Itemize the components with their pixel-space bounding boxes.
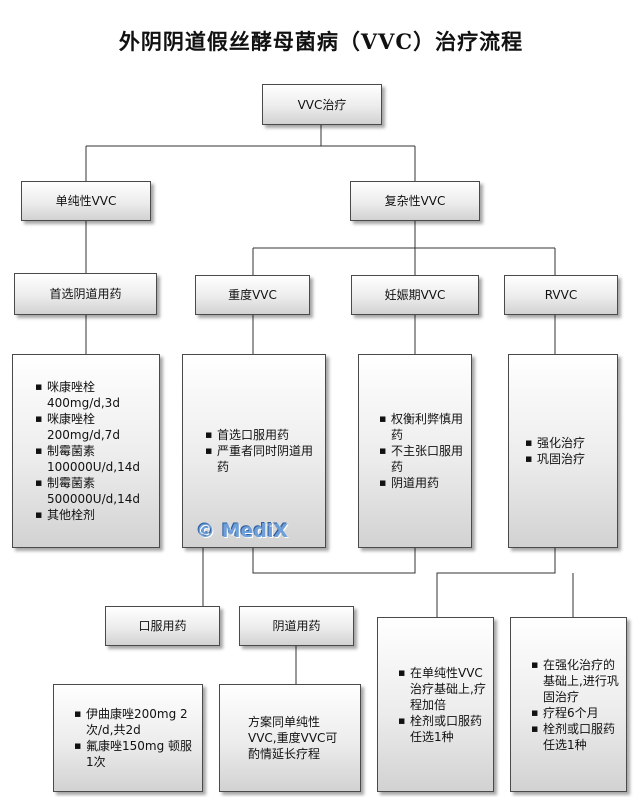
intensive-therapy-box: 在单纯性VVC治疗基础上,疗程加倍 栓剂或口服药任选1种 (377, 617, 494, 792)
drug-item: 栓剂或口服药任选1种 (398, 713, 487, 745)
vaginal-regimen-box: 方案同单纯性VVC,重度VVC可酌情延长疗程 (219, 684, 361, 792)
rvvc-node: RVVC (504, 275, 618, 315)
drug-item: 巩固治疗 (525, 451, 585, 467)
drug-item: 阴道用药 (379, 475, 465, 491)
consolidation-therapy-box: 在强化治疗的基础上,进行巩固治疗 疗程6个月 栓剂或口服药任选1种 (510, 617, 627, 792)
pregnancy-vvc-node: 妊娠期VVC (351, 275, 479, 315)
drug-item: 伊曲康唑200mg 2次/d,共2d (74, 706, 196, 738)
pregnancy-drugs-box: 权衡利弊慎用药 不主张口服用药 阴道用药 (358, 354, 472, 548)
drug-item: 疗程6个月 (531, 705, 620, 721)
rvvc-drugs-box: 强化治疗 巩固治疗 (508, 354, 618, 548)
page-title: 外阴阴道假丝酵母菌病（VVC）治疗流程 (118, 29, 524, 54)
drug-item: 咪康唑栓200mg/d,7d (35, 411, 153, 443)
complex-vvc-node: 复杂性VVC (350, 181, 480, 221)
drug-item: 在单纯性VVC治疗基础上,疗程加倍 (398, 665, 487, 713)
vaginal-regimen-text: 方案同单纯性VVC,重度VVC可酌情延长疗程 (248, 715, 338, 761)
watermark: © MediX (196, 520, 289, 542)
drug-item: 其他栓剂 (35, 507, 153, 523)
severe-vvc-node: 重度VVC (195, 275, 310, 315)
drug-item: 严重者同时阴道用药 (205, 443, 317, 475)
vaginal-node: 阴道用药 (239, 606, 354, 646)
drug-item: 权衡利弊慎用药 (379, 411, 465, 443)
drug-item: 不主张口服用药 (379, 443, 465, 475)
severe-drugs-box: 首选口服用药 严重者同时阴道用药 (182, 354, 326, 548)
drug-item: 在强化治疗的基础上,进行巩固治疗 (531, 657, 620, 705)
root-node: VVC治疗 (262, 84, 382, 125)
drug-item: 制霉菌素500000U/d,14d (35, 475, 153, 507)
first-vaginal-node: 首选阴道用药 (14, 273, 157, 315)
drug-item: 首选口服用药 (205, 427, 317, 443)
simple-vvc-node: 单纯性VVC (21, 181, 151, 221)
oral-drugs-box: 伊曲康唑200mg 2次/d,共2d 氟康唑150mg 顿服1次 (53, 684, 203, 792)
drug-item: 栓剂或口服药任选1种 (531, 721, 620, 753)
oral-node: 口服用药 (105, 606, 220, 646)
drug-item: 氟康唑150mg 顿服1次 (74, 738, 196, 770)
drug-item: 强化治疗 (525, 435, 585, 451)
drug-item: 制霉菌素100000U/d,14d (35, 443, 153, 475)
drug-item: 咪康唑栓400mg/d,3d (35, 379, 153, 411)
simple-drugs-box: 咪康唑栓400mg/d,3d 咪康唑栓200mg/d,7d 制霉菌素100000… (12, 354, 160, 548)
